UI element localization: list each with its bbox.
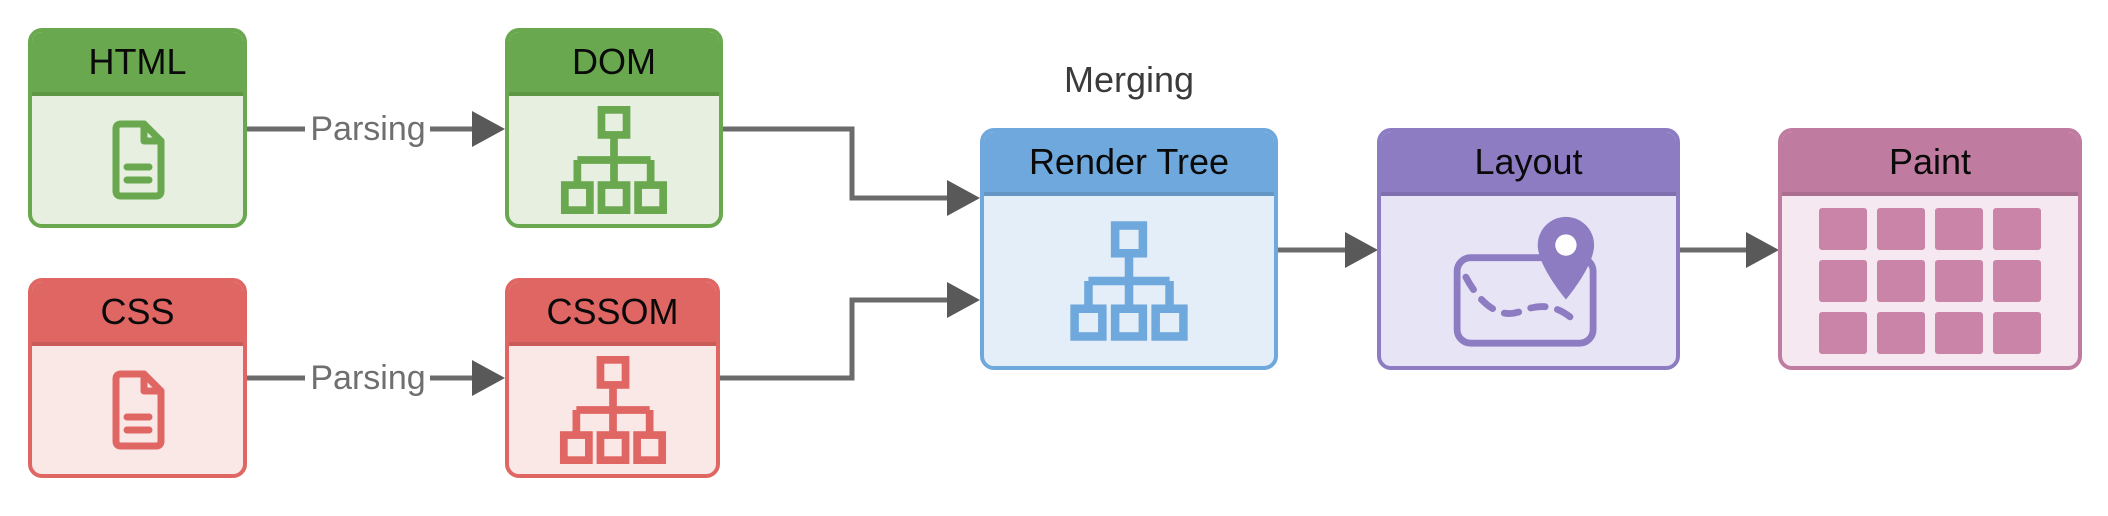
tile	[1877, 260, 1925, 302]
stage-body-css	[32, 346, 243, 474]
merging-label: Merging	[1063, 59, 1195, 100]
sitemap-icon	[560, 106, 668, 214]
tile	[1877, 312, 1925, 354]
stage-box-layout: Layout	[1377, 128, 1680, 370]
stage-title-layout: Layout	[1381, 132, 1676, 196]
arrowhead-icon	[1345, 232, 1378, 268]
stage-title-cssom: CSSOM	[509, 282, 716, 346]
tile	[1819, 260, 1867, 302]
edge-dom-rendertree	[723, 126, 980, 216]
document-icon	[112, 120, 164, 200]
tile	[1935, 260, 1983, 302]
tile	[1935, 312, 1983, 354]
tile-grid-icon	[1819, 208, 2041, 354]
arrowhead-icon	[472, 360, 505, 396]
stage-title-css: CSS	[32, 282, 243, 346]
arrowhead-icon	[947, 282, 980, 318]
stage-box-html: HTML	[28, 28, 247, 228]
arrowhead-icon	[1746, 232, 1779, 268]
edge-cssom-rendertree	[720, 282, 980, 381]
stage-body-render-tree	[984, 196, 1274, 366]
tile	[1877, 208, 1925, 250]
parsing-label-top: Parsing	[310, 110, 426, 148]
stage-box-cssom: CSSOM	[505, 278, 720, 478]
stage-box-render-tree: Render Tree	[980, 128, 1278, 370]
tile	[1993, 208, 2041, 250]
stage-body-dom	[509, 96, 719, 224]
stage-title-paint: Paint	[1782, 132, 2078, 196]
tile	[1819, 208, 1867, 250]
stage-title-render-tree: Render Tree	[984, 132, 1274, 196]
edge-html-dom	[247, 111, 505, 147]
parsing-label-bottom: Parsing	[310, 359, 426, 397]
sitemap-icon	[1070, 221, 1188, 341]
map-pin-icon	[1453, 216, 1597, 347]
stage-body-cssom	[509, 346, 716, 474]
edge-layout-paint	[1680, 232, 1779, 268]
arrowhead-icon	[472, 111, 505, 147]
stage-body-layout	[1381, 196, 1676, 366]
stage-box-dom: DOM	[505, 28, 723, 228]
edge-rendertree-layout	[1278, 232, 1378, 268]
tile	[1993, 260, 2041, 302]
tile	[1935, 208, 1983, 250]
stage-title-dom: DOM	[509, 32, 719, 96]
edge-css-cssom	[247, 360, 505, 396]
stage-box-css: CSS	[28, 278, 247, 478]
sitemap-icon	[559, 356, 666, 464]
stage-body-paint	[1782, 196, 2078, 366]
arrowhead-icon	[947, 180, 980, 216]
stage-body-html	[32, 96, 243, 224]
tile	[1819, 312, 1867, 354]
stage-title-html: HTML	[32, 32, 243, 96]
document-icon	[112, 370, 164, 450]
tile	[1993, 312, 2041, 354]
stage-box-paint: Paint	[1778, 128, 2082, 370]
